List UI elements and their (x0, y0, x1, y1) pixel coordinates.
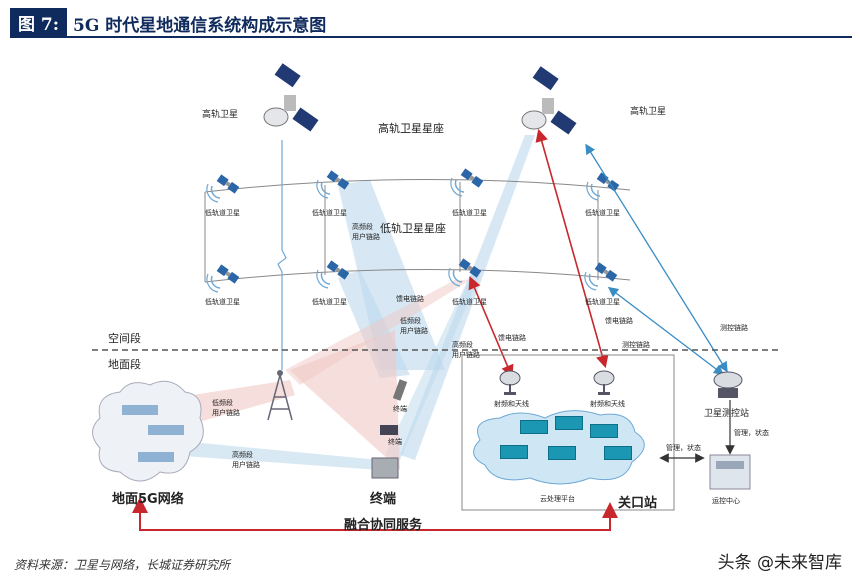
hf-user-link-top-label: 高频段 用户链路 (352, 223, 380, 241)
rf-dish-right-icon (593, 370, 615, 396)
hf-user-link-mid-label: 高频段 用户链路 (452, 341, 480, 359)
leo-sat-icon (586, 171, 621, 201)
fusion-service-link (132, 497, 618, 531)
hf-beam-4 (385, 275, 480, 460)
vehicle-terminal-icon (380, 425, 398, 435)
geo-sat-right-label: 高轨卫星 (630, 107, 667, 117)
leo-sat-label: 低轨道卫星 (205, 298, 240, 306)
network-node-icon (148, 425, 184, 435)
leo-sat-icon (584, 261, 619, 291)
handheld-terminal-icon (392, 379, 408, 401)
leo-constellation-label: 低轨卫星星座 (380, 222, 446, 235)
terminal-small-label: 终端 (388, 438, 402, 446)
leo-sat-icon (206, 173, 241, 203)
leo-sat-label: 低轨道卫星 (452, 298, 487, 306)
ground-segment-label: 地面段 (108, 358, 141, 371)
hf-beam-ground (170, 440, 380, 470)
feeder-link-leo (468, 276, 514, 378)
feeder-link-geo (535, 128, 609, 369)
platform-chip (500, 445, 528, 459)
terminal-label: 终端 (370, 492, 397, 507)
rf-antenna-right-label: 射频和天线 (590, 400, 625, 408)
lf-beam-2 (285, 280, 470, 385)
tt-link-label: 测控链路 (720, 324, 748, 332)
base-station-tower-icon (267, 370, 293, 421)
network-node-icon (122, 405, 158, 415)
tt-link-label: 测控链路 (622, 341, 650, 349)
geo-satellite-left-icon (263, 63, 319, 132)
feeder-link-label: 馈电链路 (396, 295, 424, 303)
ops-center-label: 运控中心 (712, 497, 740, 505)
figure-number: 图 7: (10, 8, 68, 36)
fixed-terminal-icon (371, 457, 399, 479)
leo-sat-icon (450, 167, 485, 197)
hf-beam-1 (338, 180, 445, 370)
lf-user-link-space-label: 低频段 用户链路 (400, 317, 428, 335)
leo-orbit-upper (204, 178, 631, 193)
geo-tower-link (277, 140, 287, 370)
leo-sat-label: 低轨道卫星 (312, 298, 347, 306)
feeder-link-label: 馈电链路 (605, 317, 633, 325)
network-node-icon (138, 452, 174, 462)
leo-sat-label: 低轨道卫星 (452, 209, 487, 217)
mgmt-status-label-left: 管理，状态 (666, 444, 701, 452)
geo-sat-left-label: 高轨卫星 (202, 110, 239, 120)
fusion-service-label: 融合协同服务 (344, 518, 423, 533)
lf-user-link-ground-label: 低频段 用户链路 (212, 399, 240, 417)
ops-center-icon (709, 454, 751, 490)
ops-center-screen (716, 461, 744, 469)
ground-5g-cloud (92, 380, 204, 482)
leo-sat-label: 低轨道卫星 (585, 209, 620, 217)
rf-dish-left-icon (499, 370, 521, 396)
gateway-label: 关口站 (618, 496, 658, 511)
mgmt-status-label-right: 管理，状态 (734, 429, 769, 437)
terminal-small-label: 终端 (393, 405, 407, 413)
space-segment-label: 空间段 (108, 332, 141, 345)
platform-chip (604, 446, 632, 460)
leo-sat-label: 低轨道卫星 (312, 209, 347, 217)
geo-constellation-label: 高轨卫星星座 (378, 122, 444, 135)
platform-chip (590, 424, 618, 438)
tt-station-icon (713, 371, 743, 398)
hf-user-link-ground-label: 高频段 用户链路 (232, 451, 260, 469)
platform-chip (548, 446, 576, 460)
tt-link-leo (607, 286, 725, 376)
ground-5g-label: 地面5G网络 (112, 492, 184, 507)
leo-sat-label: 低轨道卫星 (585, 298, 620, 306)
cloud-platform-label: 云处理平台 (540, 495, 575, 503)
platform-chip (520, 420, 548, 434)
rf-antenna-left-label: 射频和天线 (494, 400, 529, 408)
feeder-link-label: 馈电链路 (498, 334, 526, 342)
leo-sat-icon (206, 263, 241, 293)
watermark: 头条 @未来智库 (717, 553, 842, 573)
figure-title: 5G 时代星地通信系统构成示意图 (73, 16, 327, 36)
tt-link-geo (585, 143, 728, 373)
source-note: 资料来源：卫星与网络，长城证券研究所 (14, 558, 231, 572)
geo-satellite-right-icon (521, 66, 577, 135)
figure-header: 图 7: 5G 时代星地通信系统构成示意图 (10, 8, 332, 36)
leo-orbit-lower (204, 268, 631, 283)
leo-sat-label: 低轨道卫星 (205, 209, 240, 217)
platform-chip (555, 416, 583, 430)
sat-tt-station-label: 卫星测控站 (704, 409, 750, 419)
header-rule (10, 36, 852, 38)
